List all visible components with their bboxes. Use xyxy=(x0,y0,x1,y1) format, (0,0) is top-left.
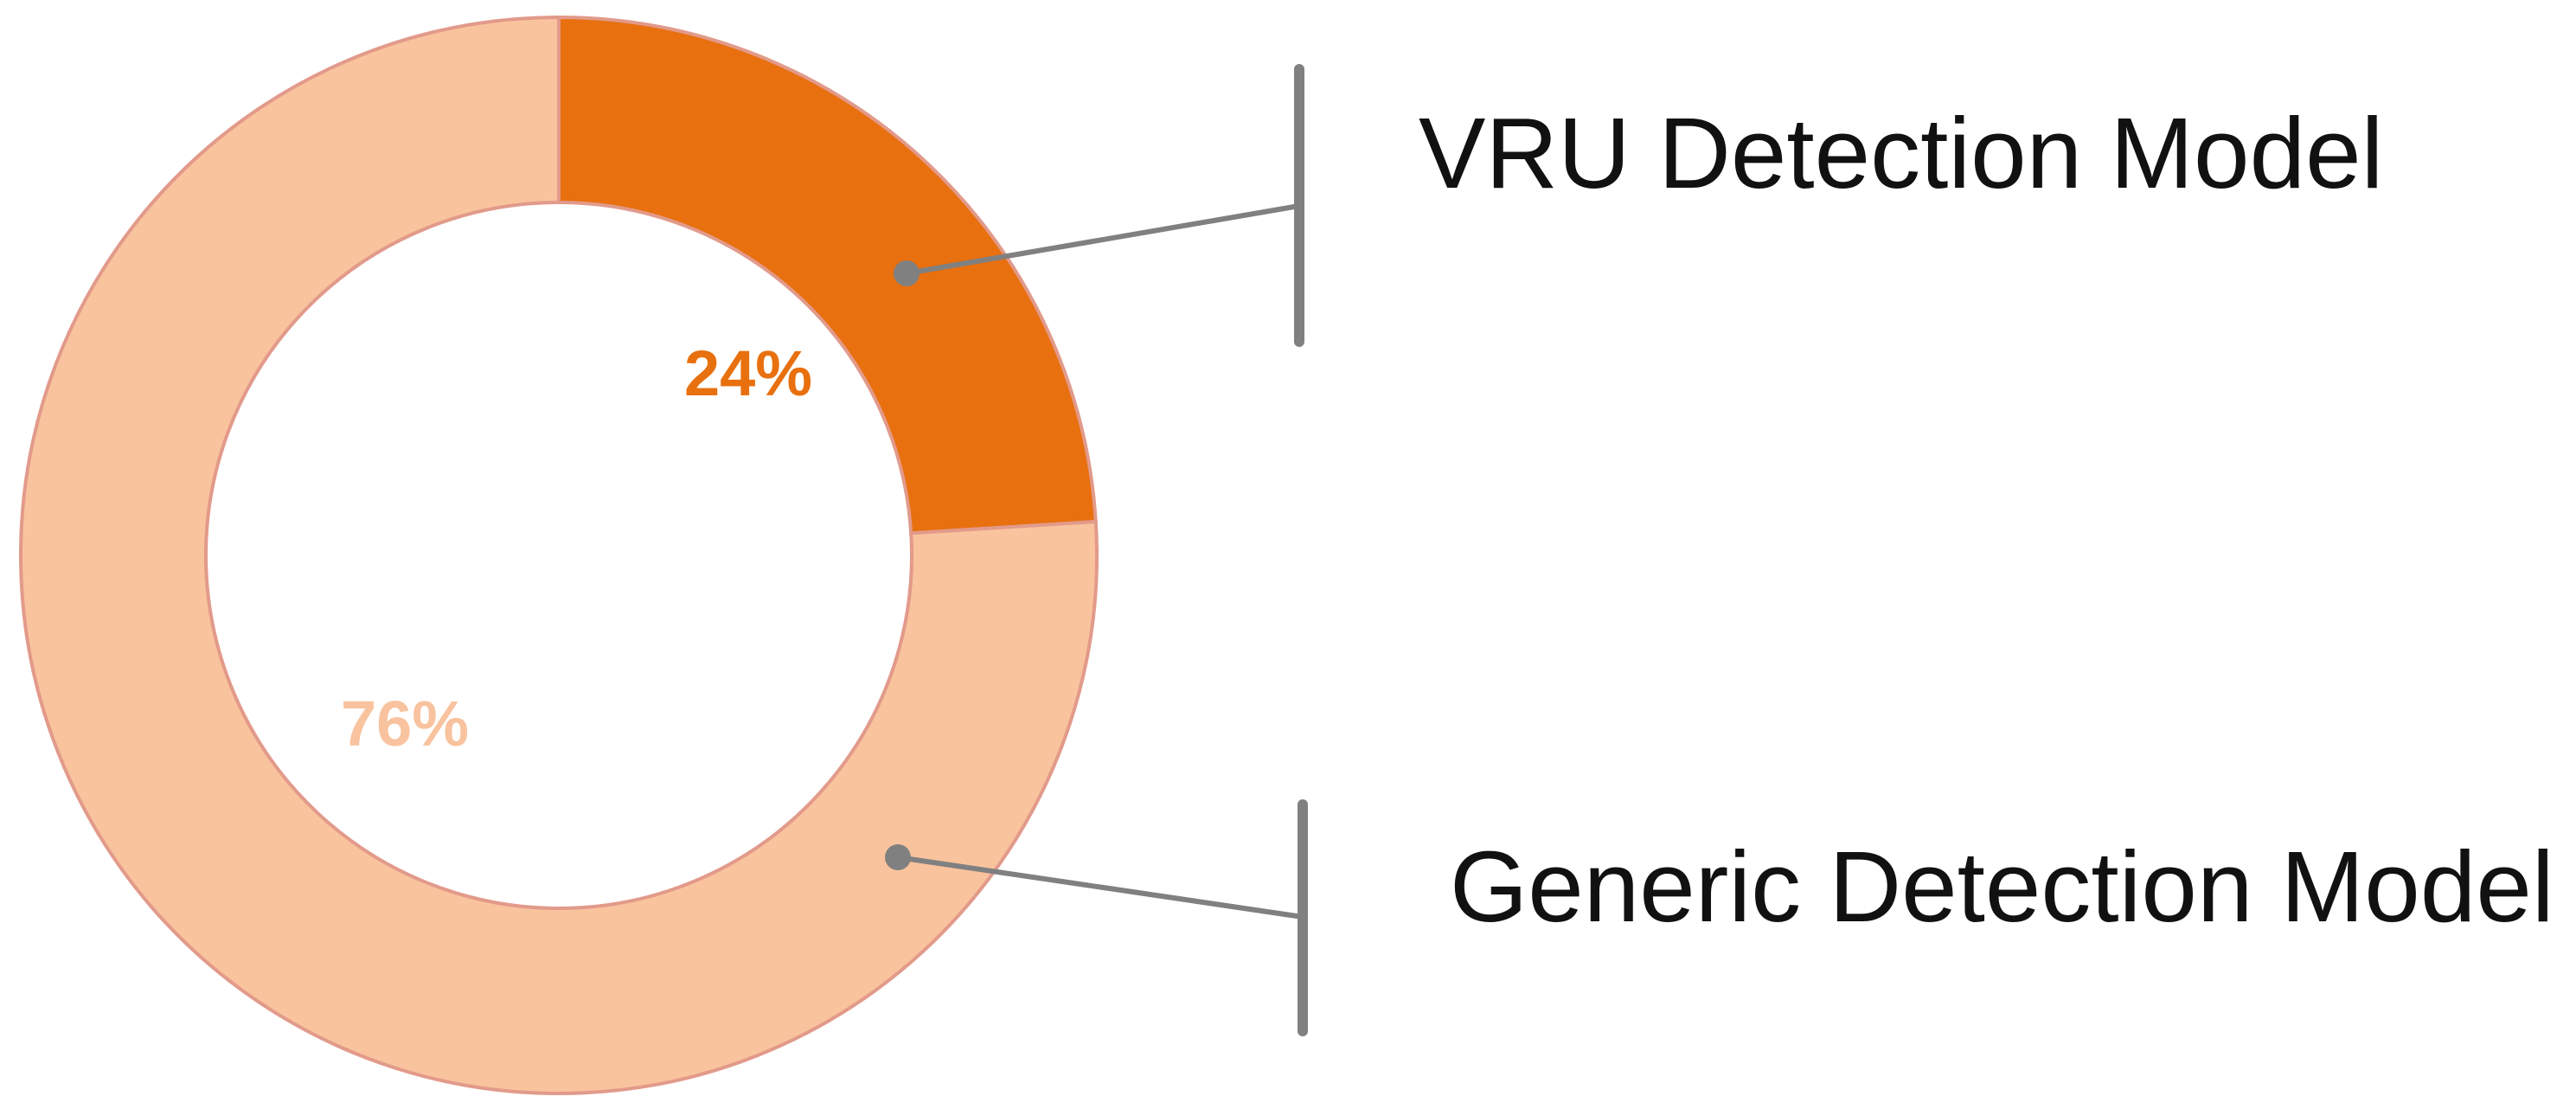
donut-slices xyxy=(18,15,1099,1095)
leader-dot-vru xyxy=(894,260,920,286)
slice-value-label-vru: 24% xyxy=(684,337,812,409)
slice-value-label-generic: 76% xyxy=(341,688,469,760)
leader-lines xyxy=(885,64,1308,1036)
leader-dot-generic xyxy=(885,844,911,870)
leader-line-generic xyxy=(895,855,1305,920)
donut-slice-generic xyxy=(18,15,1099,1095)
donut-slice-vru xyxy=(557,15,1098,535)
leader-line-vru xyxy=(904,203,1302,276)
legend-label-vru: VRU Detection Model xyxy=(1419,97,2383,209)
legend-label-generic: Generic Detection Model xyxy=(1450,830,2554,943)
